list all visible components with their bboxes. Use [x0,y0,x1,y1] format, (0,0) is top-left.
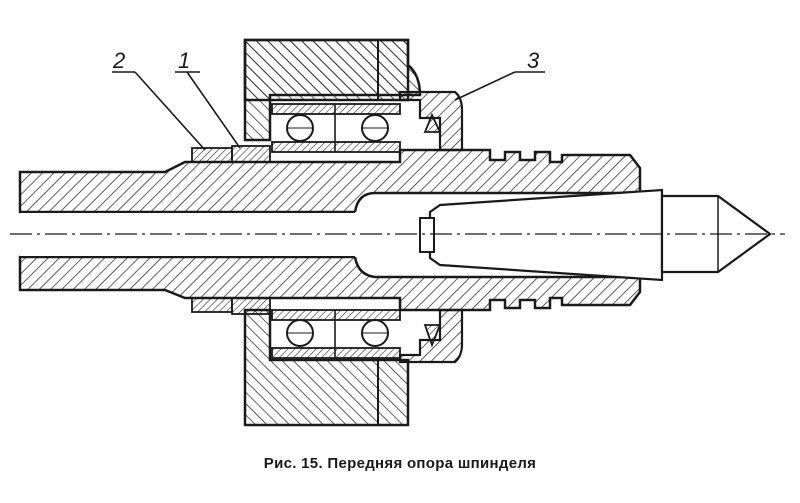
housing-wall [243,38,422,427]
callout-1: 1 [178,48,190,73]
bearing-upper [271,103,401,153]
spindle-shaft [18,148,642,312]
lathe-center [419,188,772,282]
leader-lines [112,71,545,151]
callout-3: 3 [527,48,540,73]
figure-caption: Рис. 15. Передняя опора шпинделя [263,455,537,472]
lock-nuts [191,145,271,315]
bearing-lower [271,309,401,359]
callout-2: 2 [112,48,125,73]
bearing-cover [398,90,464,364]
